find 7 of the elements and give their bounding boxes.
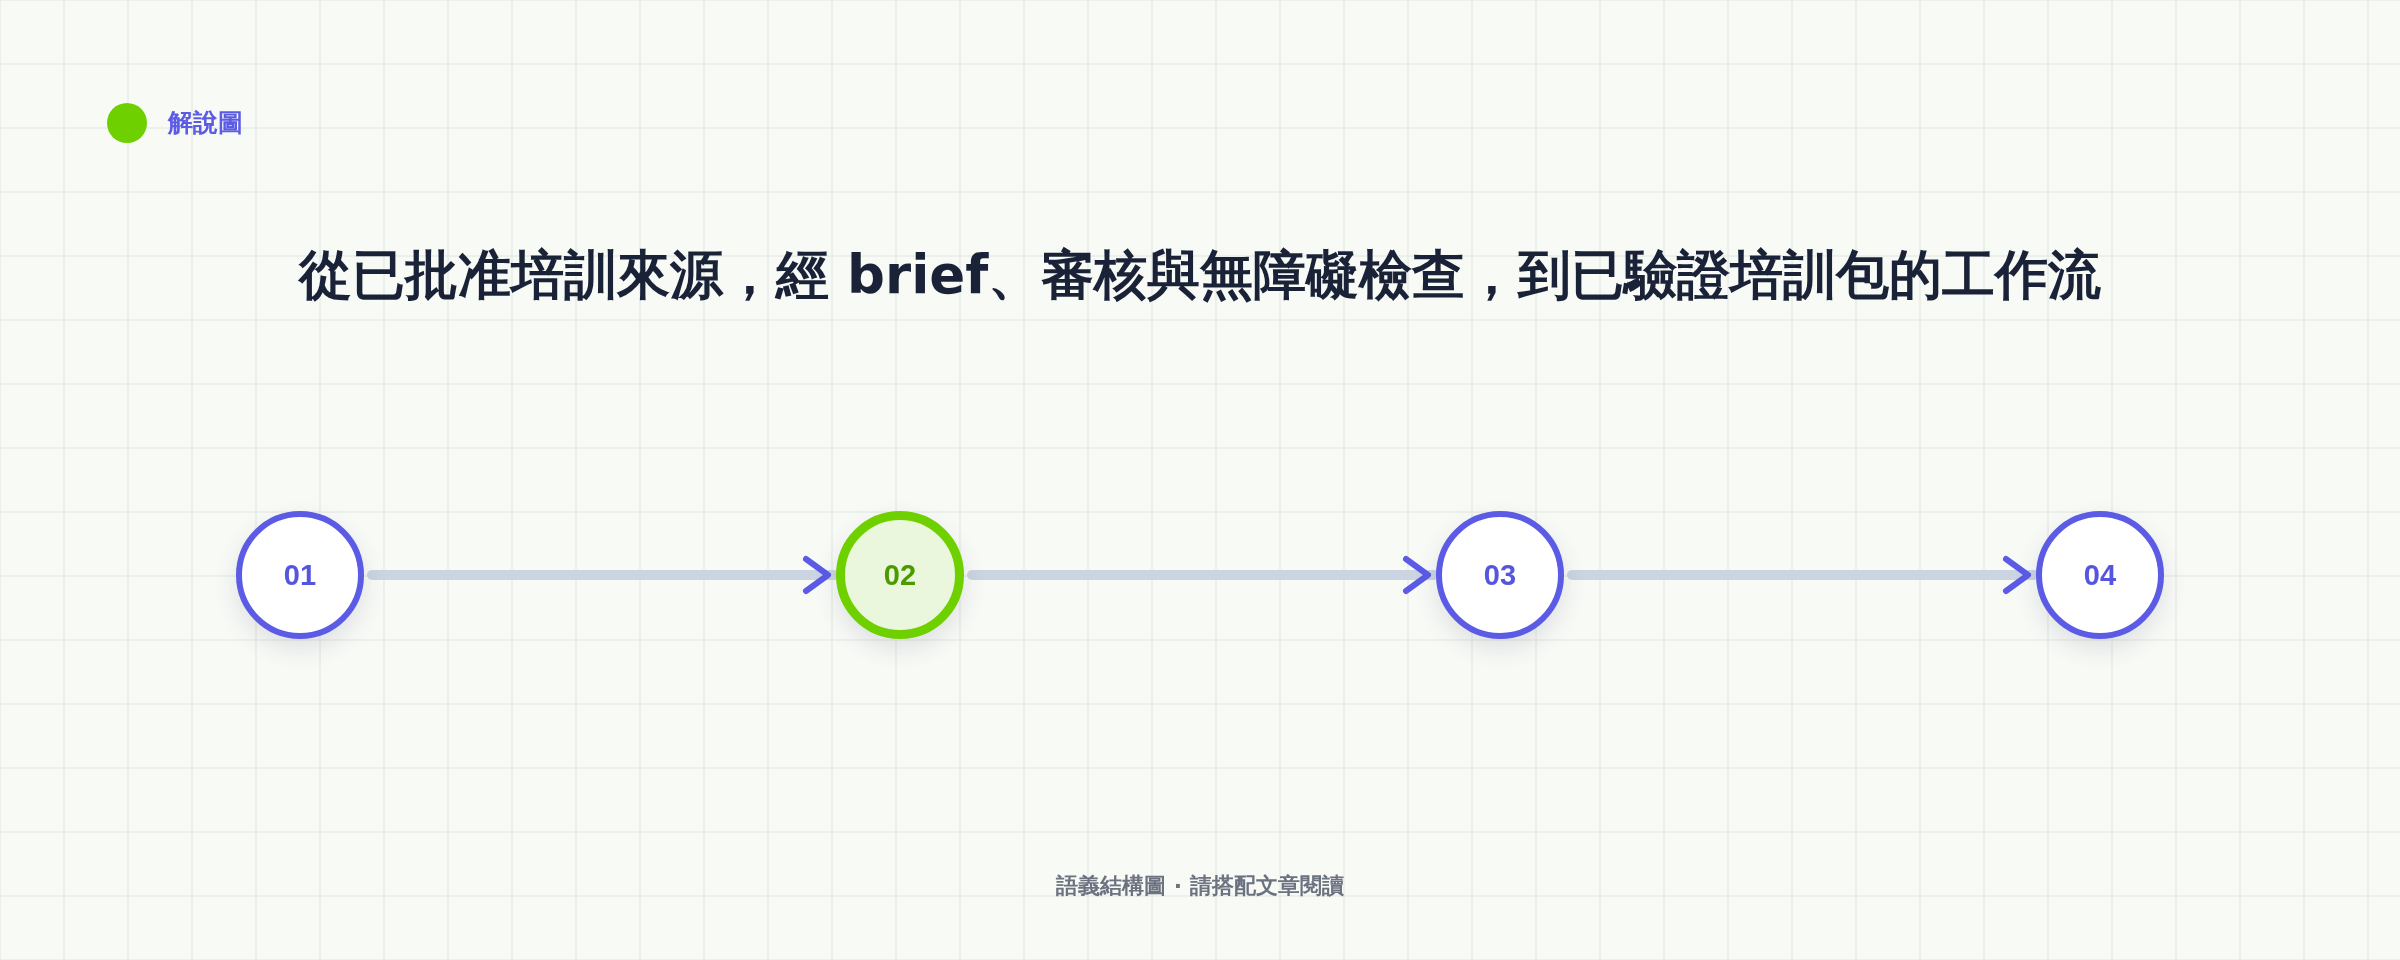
step-circle: 03 (1436, 511, 1564, 639)
header-label: 解說圖 (168, 108, 243, 137)
footer-note: 語義結構圖 · 請搭配文章閱讀 (1056, 873, 1344, 898)
diagram-title: 從已批准培訓來源，經 brief、審核與無障礙檢查，到已驗證培訓包的工作流 (297, 243, 2103, 307)
step-circle: 01 (236, 511, 364, 639)
step-circle: 02 (836, 511, 964, 639)
step-circle: 04 (2036, 511, 2164, 639)
